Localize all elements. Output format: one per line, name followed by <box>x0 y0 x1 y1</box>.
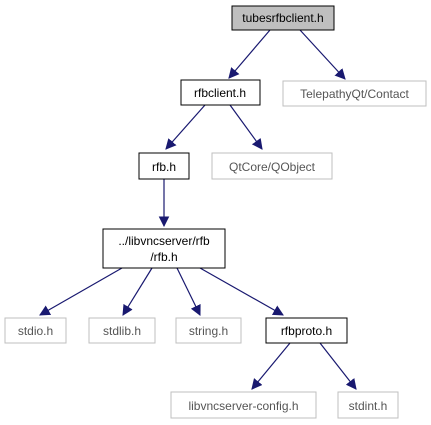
node-libvncserver-rfb-label-line1: ../libvncserver/rfb <box>118 234 210 248</box>
node-stdio-label: stdio.h <box>18 324 53 338</box>
node-qobject-label: QtCore/QObject <box>229 160 316 174</box>
edge-rfbproto-stdint <box>319 342 357 390</box>
node-qobject: QtCore/QObject <box>211 152 333 180</box>
node-stdint: stdint.h <box>337 391 399 419</box>
node-rfb[interactable]: rfb.h <box>138 152 190 180</box>
edge-rfbproto-libvncserver-config <box>251 342 291 390</box>
node-stdlib: stdlib.h <box>88 317 156 344</box>
edge-libvncserver-rfb-stdio <box>39 267 123 316</box>
node-stdint-label: stdint.h <box>349 399 388 413</box>
node-rfbclient-label: rfbclient.h <box>194 86 246 100</box>
node-rfb-label: rfb.h <box>152 160 176 174</box>
node-libvncserver-rfb-label-line2: /rfb.h <box>150 250 177 264</box>
node-rfbproto[interactable]: rfbproto.h <box>265 317 348 344</box>
node-libvncserver-config-label: libvncserver-config.h <box>188 399 298 413</box>
edge-tubesrfbclient-contact <box>299 29 346 80</box>
edge-tubesrfbclient-rfbclient <box>228 29 271 79</box>
node-libvncserver-rfb[interactable]: ../libvncserver/rfb /rfb.h <box>102 228 226 269</box>
node-rfbclient[interactable]: rfbclient.h <box>180 79 261 106</box>
edge-libvncserver-rfb-stdlib <box>122 267 153 316</box>
edge-libvncserver-rfb-string <box>176 267 201 316</box>
edge-libvncserver-rfb-rfbproto <box>199 267 284 316</box>
node-rfbproto-label: rfbproto.h <box>281 324 332 338</box>
node-stdlib-label: stdlib.h <box>103 324 141 338</box>
node-string: string.h <box>175 317 242 344</box>
edge-rfbclient-qobject <box>229 104 263 150</box>
node-string-label: string.h <box>189 324 228 338</box>
node-contact-label: TelepathyQt/Contact <box>300 87 409 101</box>
node-tubesrfbclient-label: tubesrfbclient.h <box>242 11 323 25</box>
node-tubesrfbclient[interactable]: tubesrfbclient.h <box>231 5 335 31</box>
node-libvncserver-config: libvncserver-config.h <box>170 391 317 419</box>
node-contact: TelepathyQt/Contact <box>282 80 427 107</box>
edge-rfbclient-rfb <box>165 104 206 150</box>
edges <box>39 29 357 390</box>
node-stdio: stdio.h <box>4 317 67 344</box>
